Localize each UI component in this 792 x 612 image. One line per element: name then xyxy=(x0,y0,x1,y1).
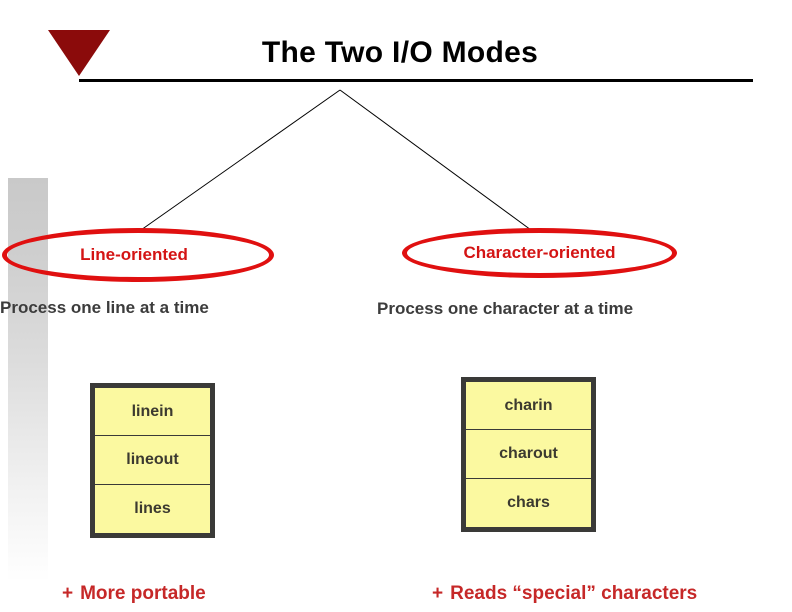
subtitle-character-oriented: Process one character at a time xyxy=(377,299,634,318)
table-row: lines xyxy=(134,499,171,517)
plus-icon: + xyxy=(62,583,74,604)
triangle-down-icon xyxy=(48,30,110,76)
title-divider xyxy=(79,79,753,82)
oval-character-oriented-label: Character-oriented xyxy=(463,243,616,262)
table-row: charout xyxy=(466,430,591,479)
table-row: chars xyxy=(507,493,550,511)
subtitle-line-oriented: Process one line at a time xyxy=(0,298,209,317)
table-row: lineout xyxy=(95,436,210,485)
plus-icon: + xyxy=(432,583,444,604)
page-title: The Two I/O Modes xyxy=(261,36,539,69)
oval-line-oriented-label: Line-oriented xyxy=(80,245,188,264)
advantage-line-oriented: + More portable xyxy=(62,583,206,605)
table-row: charin xyxy=(466,382,591,431)
oval-character-oriented: Character-oriented xyxy=(402,228,677,278)
table-char-streams: charin charout chars xyxy=(461,377,596,532)
advantage-character-oriented: + Reads “special” characters xyxy=(432,583,697,605)
table-row: linein xyxy=(95,388,210,437)
advantage-character-oriented-label: Reads “special” characters xyxy=(450,583,698,604)
oval-line-oriented: Line-oriented xyxy=(2,228,274,282)
advantage-line-oriented-label: More portable xyxy=(80,583,206,604)
table-line-streams: linein lineout lines xyxy=(90,383,215,538)
